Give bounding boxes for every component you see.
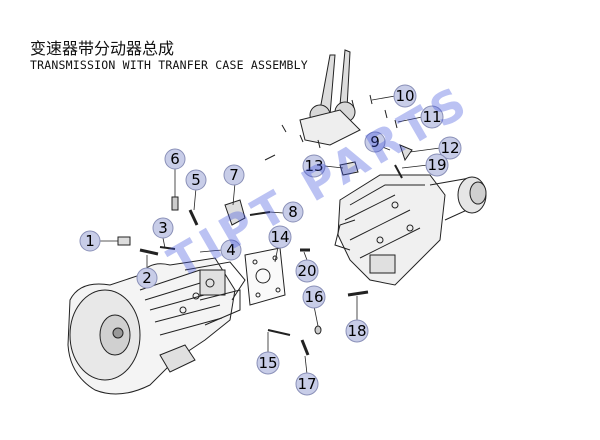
callout-14: 14 (268, 225, 292, 249)
callout-label: 17 (297, 375, 316, 393)
callout-label: 9 (370, 133, 380, 151)
callout-label: 2 (142, 269, 152, 287)
callout-17: 17 (295, 372, 319, 396)
callout-label: 10 (395, 87, 414, 105)
callout-7: 7 (223, 164, 245, 186)
small-parts (117, 94, 413, 356)
callout-label: 18 (347, 322, 366, 340)
callout-label: 8 (288, 203, 298, 221)
callout-12: 12 (438, 136, 462, 160)
callout-label: 15 (258, 354, 277, 372)
callout-1: 1 (79, 230, 101, 252)
gasket (244, 247, 286, 306)
callout-label: 11 (422, 108, 441, 126)
callout-11: 11 (420, 105, 444, 129)
callout-label: 14 (270, 228, 289, 246)
callout-3: 3 (152, 217, 174, 239)
callout-20: 20 (295, 259, 319, 283)
callout-label: 12 (440, 139, 459, 157)
callout-label: 3 (158, 219, 168, 237)
callout-15: 15 (256, 351, 280, 375)
callout-label: 1 (85, 232, 95, 250)
callout-6: 6 (164, 148, 186, 170)
callout-4: 4 (220, 239, 242, 261)
callout-13: 13 (302, 154, 326, 178)
callout-5: 5 (185, 169, 207, 191)
transmission-housing (67, 257, 246, 395)
callout-2: 2 (136, 267, 158, 289)
callout-8: 8 (282, 201, 304, 223)
diagram-title-en: TRANSMISSION WITH TRANFER CASE ASSEMBLY (30, 58, 308, 72)
callout-18: 18 (345, 319, 369, 343)
callout-label: 4 (226, 241, 236, 259)
callout-16: 16 (302, 285, 326, 309)
callout-label: 20 (297, 262, 316, 280)
shift-levers (299, 49, 361, 146)
callout-label: 19 (427, 156, 446, 174)
callout-19: 19 (425, 153, 449, 177)
callout-10: 10 (393, 84, 417, 108)
callout-label: 16 (304, 288, 323, 306)
callouts: 1 2 3 4 5 6 7 8 9 10 11 12 13 14 15 16 1… (79, 84, 462, 396)
diagram-title-cn: 变速器带分动器总成 (30, 39, 175, 58)
callout-label: 5 (191, 171, 201, 189)
transfer-case (334, 174, 487, 286)
callout-label: 6 (170, 150, 180, 168)
callout-9: 9 (364, 131, 386, 153)
callout-label: 7 (229, 166, 239, 184)
callout-label: 13 (304, 157, 323, 175)
